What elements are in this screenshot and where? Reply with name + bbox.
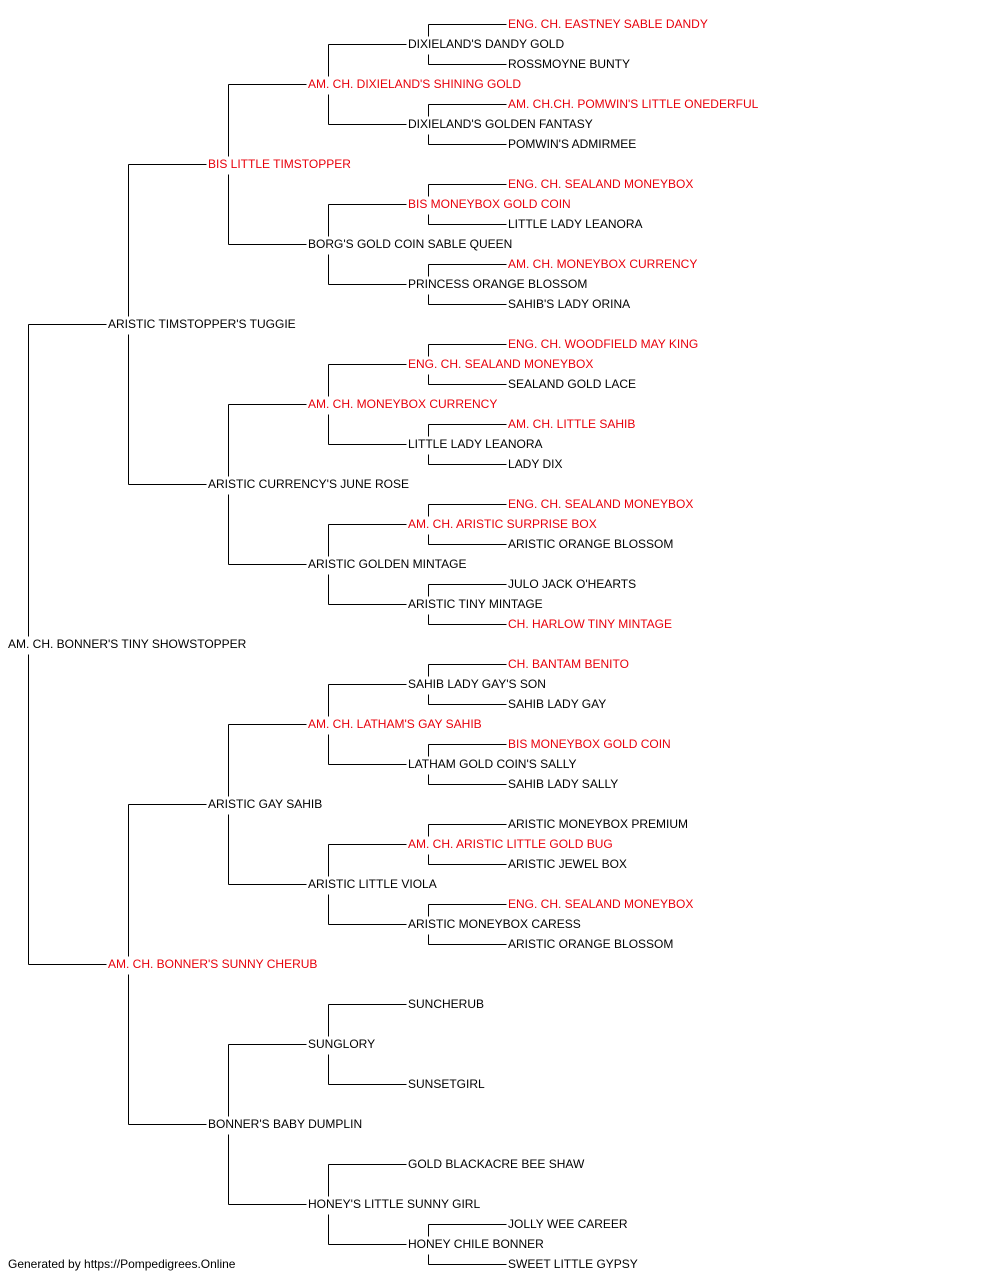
ancestor-name: ARISTIC ORANGE BLOSSOM — [508, 537, 674, 551]
ancestor-name: POMWIN'S ADMIRMEE — [508, 137, 637, 151]
ancestor-name: SEALAND GOLD LACE — [508, 377, 637, 391]
ancestor-name: ARISTIC GOLDEN MINTAGE — [308, 557, 467, 571]
ancestor-name: AM. CH. DIXIELAND'S SHINING GOLD — [308, 77, 521, 91]
ancestor-name: BORG'S GOLD COIN SABLE QUEEN — [308, 237, 513, 251]
ancestor-name: ARISTIC JEWEL BOX — [508, 857, 627, 871]
ancestor-name: SUNCHERUB — [408, 997, 485, 1011]
ancestor-name: SWEET LITTLE GYPSY — [508, 1257, 638, 1271]
ancestor-name: PRINCESS ORANGE BLOSSOM — [408, 277, 588, 291]
ancestor-name: SUNSETGIRL — [408, 1077, 485, 1091]
ancestor-name: AM. CH. LITTLE SAHIB — [508, 417, 636, 431]
ancestor-name: AM. CH. MONEYBOX CURRENCY — [308, 397, 498, 411]
ancestor-name: ENG. CH. SEALAND MONEYBOX — [508, 897, 694, 911]
ancestor-name: LATHAM GOLD COIN'S SALLY — [408, 757, 577, 771]
ancestor-name: ARISTIC MONEYBOX CARESS — [408, 917, 581, 931]
ancestor-name: ENG. CH. SEALAND MONEYBOX — [408, 357, 594, 371]
ancestor-name: SAHIB LADY GAY — [508, 697, 607, 711]
ancestor-name: BIS MONEYBOX GOLD COIN — [508, 737, 671, 751]
ancestor-name: ARISTIC MONEYBOX PREMIUM — [508, 817, 689, 831]
ancestor-name: DIXIELAND'S DANDY GOLD — [408, 37, 565, 51]
ancestor-name: GOLD BLACKACRE BEE SHAW — [408, 1157, 585, 1171]
ancestor-name: ARISTIC CURRENCY'S JUNE ROSE — [208, 477, 409, 491]
ancestor-name: CH. HARLOW TINY MINTAGE — [508, 617, 673, 631]
ancestor-name: ENG. CH. EASTNEY SABLE DANDY — [508, 17, 708, 31]
ancestor-name: ARISTIC ORANGE BLOSSOM — [508, 937, 674, 951]
ancestor-name: ENG. CH. SEALAND MONEYBOX — [508, 497, 694, 511]
ancestor-name: ENG. CH. WOODFIELD MAY KING — [508, 337, 699, 351]
ancestor-name: ROSSMOYNE BUNTY — [508, 57, 631, 71]
ancestor-name: ARISTIC TIMSTOPPER'S TUGGIE — [108, 317, 296, 331]
footer-credit: Generated by https://Pompedigrees.Online — [8, 1257, 236, 1271]
ancestor-name: JOLLY WEE CAREER — [508, 1217, 628, 1231]
ancestor-name: BIS MONEYBOX GOLD COIN — [408, 197, 571, 211]
ancestor-name: AM. CH. ARISTIC SURPRISE BOX — [408, 517, 597, 531]
ancestor-name: HONEY CHILE BONNER — [408, 1237, 544, 1251]
ancestor-name: BIS LITTLE TIMSTOPPER — [208, 157, 351, 171]
ancestor-name: AM. CH. BONNER'S SUNNY CHERUB — [108, 957, 318, 971]
ancestor-name: LITTLE LADY LEANORA — [508, 217, 643, 231]
ancestor-name: HONEY'S LITTLE SUNNY GIRL — [308, 1197, 481, 1211]
ancestor-name: AM. CH. LATHAM'S GAY SAHIB — [308, 717, 482, 731]
ancestor-name: DIXIELAND'S GOLDEN FANTASY — [408, 117, 593, 131]
ancestor-name: SUNGLORY — [308, 1037, 376, 1051]
ancestor-name: JULO JACK O'HEARTS — [508, 577, 637, 591]
ancestor-name: LITTLE LADY LEANORA — [408, 437, 543, 451]
ancestor-name: ARISTIC TINY MINTAGE — [408, 597, 543, 611]
ancestor-name: SAHIB LADY GAY'S SON — [408, 677, 546, 691]
ancestor-name: AM. CH. MONEYBOX CURRENCY — [508, 257, 698, 271]
ancestor-name: BONNER'S BABY DUMPLIN — [208, 1117, 363, 1131]
ancestor-name: SAHIB'S LADY ORINA — [508, 297, 631, 311]
ancestor-name: LADY DIX — [508, 457, 563, 471]
ancestor-name: CH. BANTAM BENITO — [508, 657, 629, 671]
ancestor-name: ARISTIC LITTLE VIOLA — [308, 877, 437, 891]
ancestor-name: ENG. CH. SEALAND MONEYBOX — [508, 177, 694, 191]
ancestor-name: ARISTIC GAY SAHIB — [208, 797, 323, 811]
ancestor-name: SAHIB LADY SALLY — [508, 777, 619, 791]
ancestor-name: AM. CH.CH. POMWIN'S LITTLE ONEDERFUL — [508, 97, 759, 111]
subject-dog-name: AM. CH. BONNER'S TINY SHOWSTOPPER — [8, 637, 247, 651]
ancestor-name: AM. CH. ARISTIC LITTLE GOLD BUG — [408, 837, 613, 851]
